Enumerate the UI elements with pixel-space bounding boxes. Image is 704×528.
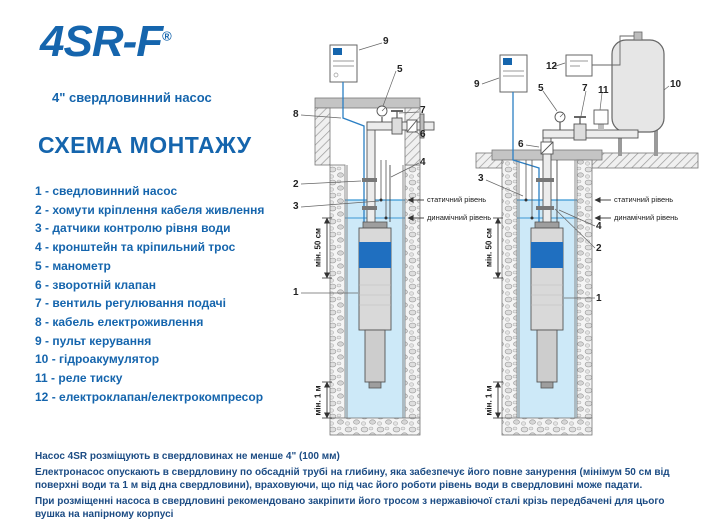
callout-7: 7 (582, 83, 588, 94)
callout-2: 2 (293, 179, 299, 190)
control-panel-icon (329, 44, 358, 83)
callout-leaders (481, 62, 670, 299)
callout-3: 3 (478, 173, 484, 184)
legend-list: 1 - сведловинний насос 2 - хомути кріпле… (35, 182, 264, 406)
left-diagram (300, 42, 435, 436)
brand-subtitle: 4" свердловинний насос (52, 90, 212, 105)
legend-item-6: 6 - зворотній клапан (35, 277, 157, 292)
dynamic-level-label: динамічний рівень (427, 213, 492, 222)
footer-notes: Насос 4SR розміщують в свердловинах не м… (35, 450, 690, 524)
callout-1: 1 (293, 287, 299, 298)
registered-mark: ® (162, 28, 172, 44)
min-1m-dimension: мін. 1 м (313, 385, 323, 416)
legend-item-9: 9 - пульт керування (35, 333, 152, 348)
callout-6: 6 (518, 139, 524, 150)
callout-9: 9 (474, 79, 480, 90)
legend-item-12: 12 - електроклапан/електрокомпресор (35, 389, 264, 404)
pressure-gauge-icon (554, 111, 566, 130)
level-arrows (407, 197, 424, 221)
legend-item-2: 2 - хомути кріплення кабеля живлення (35, 202, 265, 217)
legend-item-8: 8 - кабель електроживлення (35, 314, 204, 329)
pressure-switch-icon (593, 109, 609, 130)
callout-7: 7 (420, 105, 426, 116)
callout-9: 9 (383, 36, 389, 47)
min-50cm-dimension: мін. 50 см (313, 228, 323, 267)
min-50cm-dimension: мін. 50 см (484, 228, 494, 267)
static-level-label: статичний рівень (427, 195, 487, 204)
page-title: СХЕМА МОНТАЖУ (38, 132, 252, 158)
callout-4: 4 (420, 157, 426, 168)
control-panel-icon (499, 54, 528, 93)
electrovalve-icon (565, 35, 634, 77)
callout-12: 12 (546, 61, 558, 72)
callout-10: 10 (670, 79, 682, 90)
callout-5: 5 (538, 83, 544, 94)
check-valve-icon (540, 141, 554, 155)
pump-icon (530, 221, 564, 389)
callout-3: 3 (293, 201, 299, 212)
brand-text: 4SR-F (40, 17, 163, 66)
dynamic-level-label: динамічний рівень (614, 213, 679, 222)
flow-valve-icon (573, 116, 587, 141)
callout-8: 8 (293, 109, 299, 120)
static-level-label: статичний рівень (614, 195, 674, 204)
callout-5: 5 (397, 64, 403, 75)
legend-item-3: 3 - датчики контролю рівня води (35, 221, 231, 236)
dimension-arrows (322, 217, 332, 419)
legend-item-11: 11 - реле тиску (35, 371, 123, 386)
legend-item-1: 1 - сведловинний насос (35, 184, 178, 198)
power-cable (342, 82, 377, 224)
pressure-gauge-icon (376, 105, 388, 122)
check-valve-icon (406, 119, 418, 133)
level-arrows (594, 197, 611, 221)
flow-valve-icon (391, 110, 403, 135)
note-submersion: Електронасос опускають в свердловину по … (35, 467, 670, 491)
min-1m-dimension: мін. 1 м (484, 385, 494, 416)
level-sensors (524, 160, 534, 220)
callout-leaders (300, 42, 420, 294)
legend-item-5: 5 - манометр (35, 258, 111, 273)
dimension-arrows (493, 217, 503, 419)
right-diagram (475, 31, 699, 436)
note-rope-fixing: При розміщенні насоса в свердловині реко… (35, 496, 665, 520)
well-shaft (475, 149, 699, 436)
callout-6: 6 (420, 129, 426, 140)
level-sensors (379, 160, 388, 220)
callout-4: 4 (596, 221, 602, 232)
pump-icon (358, 221, 392, 389)
legend-item-10: 10 - гідроакумулятор (35, 352, 160, 367)
note-pump-size: Насос 4SR розміщують в свердловинах не м… (35, 451, 340, 462)
legend-item-7: 7 - вентиль регулювання подачі (35, 296, 226, 311)
installation-diagram-line-art (300, 31, 699, 436)
legend-item-4: 4 - кронштейн та кріпильний трос (35, 240, 236, 255)
callout-11: 11 (598, 85, 609, 96)
brand-logo: 4SR-F® (40, 17, 172, 66)
callout-2: 2 (596, 243, 602, 254)
callout-1: 1 (596, 293, 602, 304)
